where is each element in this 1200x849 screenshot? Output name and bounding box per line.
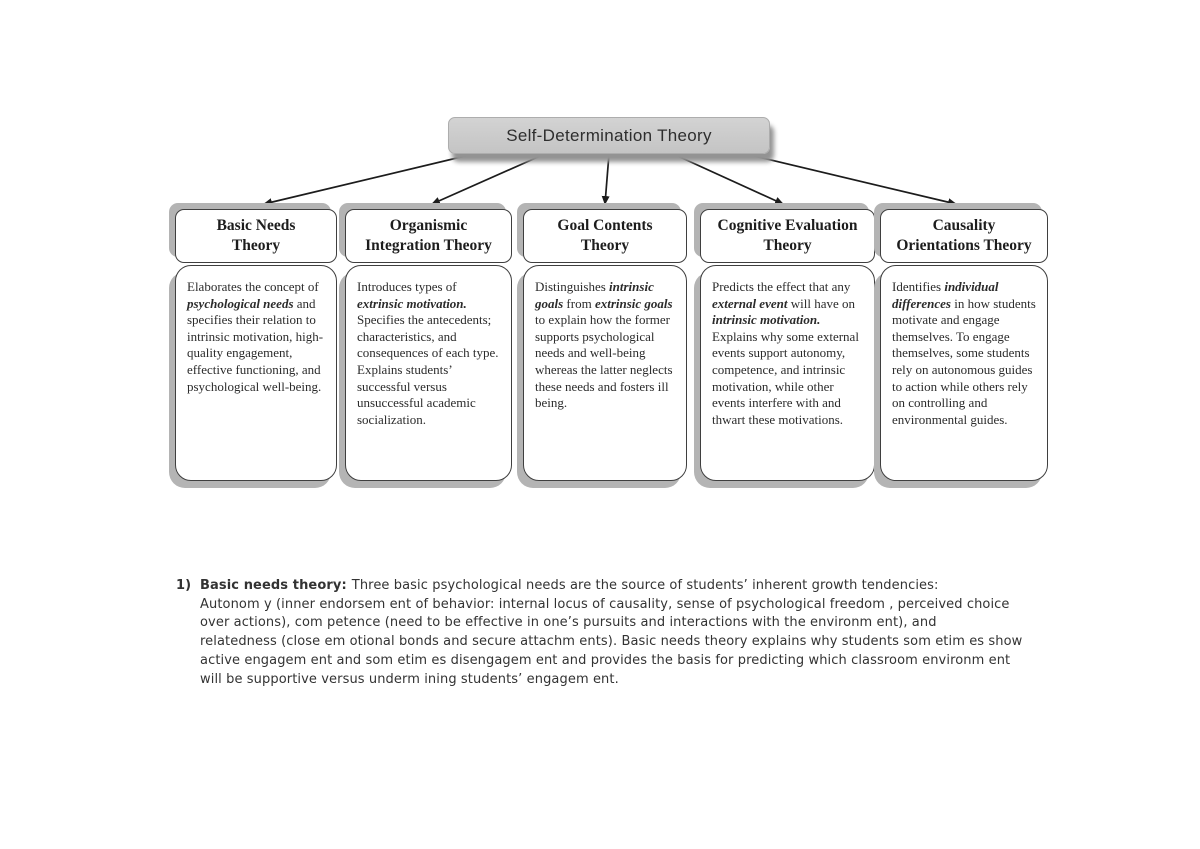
branch-title-box: Cognitive Evaluation Theory xyxy=(700,209,875,263)
note-text: Three basic psychological needs are the … xyxy=(351,578,939,593)
text-segment: extrinsic motivation. xyxy=(357,295,467,311)
note-line: will be supportive versus underm ining s… xyxy=(200,671,619,687)
text-segment: Distinguishes xyxy=(535,279,610,294)
text-segment: intrinsic motivation. xyxy=(712,312,821,328)
branch-title-line-2: Integration Theory xyxy=(365,237,492,254)
branch-title-line-1: Cognitive Evaluation xyxy=(717,217,858,235)
note-lead: Basic needs theory: xyxy=(200,578,347,593)
branch-title-line-2: Theory xyxy=(763,237,812,254)
root-node-label: Self-Determination Theory xyxy=(506,125,712,145)
text-segment: Introduces types of xyxy=(357,279,457,294)
root-node-self-determination-theory: Self-Determination Theory xyxy=(448,117,770,154)
note-number: 1) xyxy=(176,578,192,593)
text-segment: in how students motivate and engage them… xyxy=(892,295,1036,427)
note-line: active engagem ent and som etim es disen… xyxy=(200,652,1011,668)
branch-description-text: Predicts the effect that any external ev… xyxy=(712,279,869,428)
branch-description-box: Distinguishes intrinsic goals from extri… xyxy=(523,265,687,481)
branch-description-box: Identifies individual differences in how… xyxy=(880,265,1048,481)
arrow-to-goal-contents-theory xyxy=(601,153,610,205)
text-segment: Explains why some external events suppor… xyxy=(712,328,859,427)
text-segment: and specifies their relation to intrinsi… xyxy=(187,295,324,394)
text-segment: from xyxy=(563,295,595,311)
branch-title-line-2: Theory xyxy=(231,237,281,254)
branch-title-line-1: Causality xyxy=(932,217,996,235)
text-segment: Elaborates the concept of xyxy=(187,279,319,294)
branch-description-text: Introduces types of extrinsic motivation… xyxy=(357,279,506,428)
branch-title-line-1: Organismic xyxy=(389,217,468,235)
note-line: 1) Basic needs theory: Three basic psychol… xyxy=(176,577,1136,596)
text-segment: to explain how the former supports psych… xyxy=(535,312,673,411)
arrow-to-organismic-integration-theory xyxy=(431,152,548,205)
branch-title-line-1: Goal Contents xyxy=(557,217,653,235)
branch-description-box: Elaborates the concept of psychological … xyxy=(175,265,337,481)
branch-description-box: Introduces types of extrinsic motivation… xyxy=(345,265,512,481)
note-line: Autonom y (inner endorsem ent of behavio… xyxy=(200,596,1010,612)
branch-title-box: Goal Contents Theory xyxy=(523,209,687,263)
branch-title-box: Causality Orientations Theory xyxy=(880,209,1048,263)
branch-title-line-2: Theory xyxy=(580,237,630,254)
text-segment: Specifies the antecedents; characteristi… xyxy=(357,312,499,427)
text-segment: Identifies xyxy=(892,279,945,294)
branch-title-box: Basic Needs Theory xyxy=(175,209,337,263)
arrow-to-cognitive-evaluation-theory xyxy=(670,152,784,205)
branch-title-line-2: Orientations Theory xyxy=(896,237,1032,254)
branch-title-box: Organismic Integration Theory xyxy=(345,209,512,263)
arrow-to-basic-needs-theory xyxy=(263,151,483,207)
arrow-to-causality-orientations-theory xyxy=(736,151,957,207)
note-line: relatedness (close em otional bonds and … xyxy=(200,634,1023,650)
note-basic-needs-theory: 1) Basic needs theory: Three basic psychol… xyxy=(176,577,1136,689)
branch-description-text: Identifies individual differences in how… xyxy=(892,279,1042,428)
text-segment: individual differences xyxy=(892,279,999,311)
branch-description-text: Distinguishes intrinsic goals from extri… xyxy=(535,279,681,412)
branch-description-box: Predicts the effect that any external ev… xyxy=(700,265,875,481)
text-segment: psychological needs xyxy=(187,295,294,311)
text-segment: intrinsic goals xyxy=(535,279,654,311)
text-segment: extrinsic goals xyxy=(594,295,673,311)
text-segment: Predicts the effect that any xyxy=(712,279,851,294)
text-segment: will have on xyxy=(787,295,855,311)
note-line: over actions), com petence (need to be e… xyxy=(200,615,937,631)
branch-description-text: Elaborates the concept of psychological … xyxy=(187,279,331,395)
text-segment: external event xyxy=(712,295,788,311)
branch-title-line-1: Basic Needs xyxy=(216,217,296,235)
